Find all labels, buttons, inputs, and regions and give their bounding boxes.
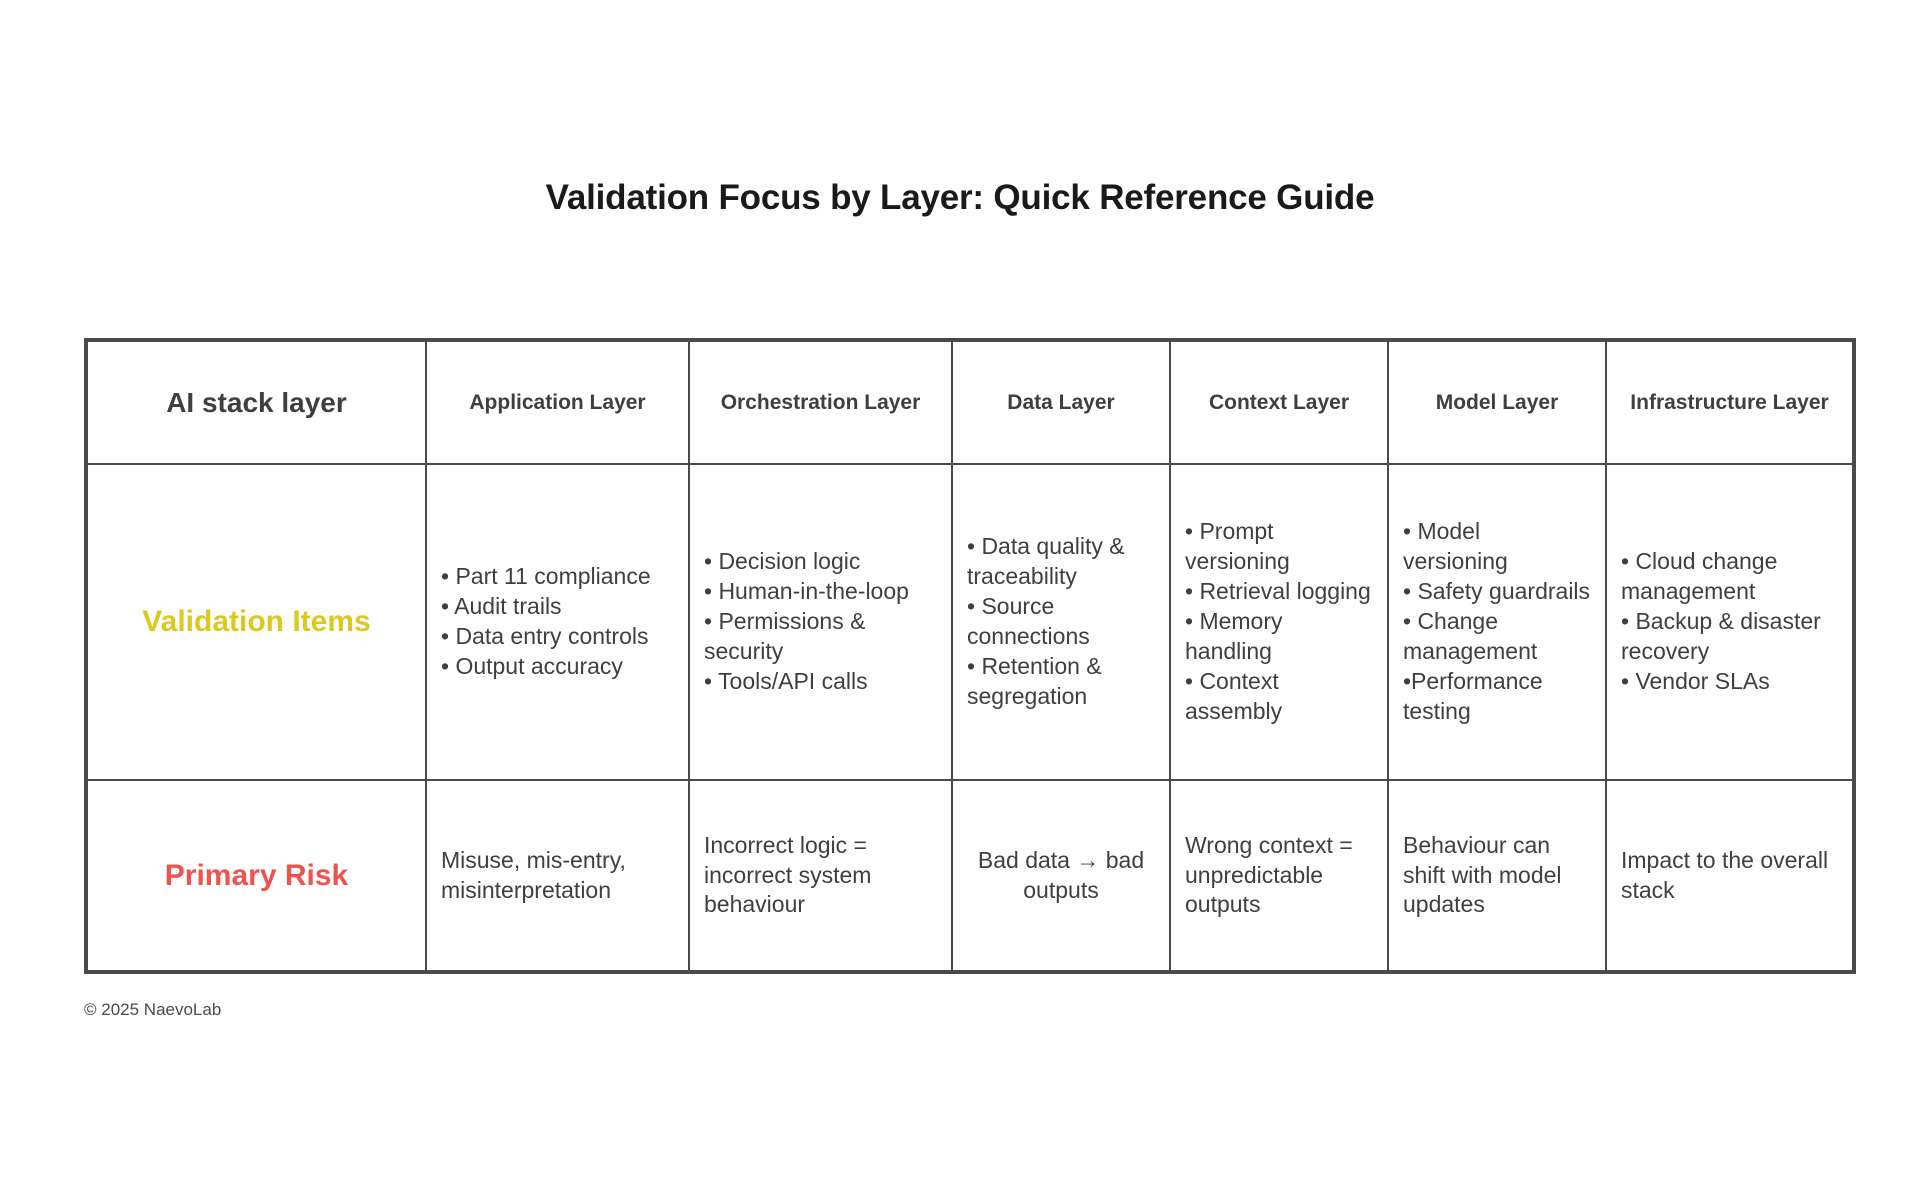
cell-text: Misuse, mis-entry, misinterpretation — [441, 846, 626, 903]
cell-text: Wrong context = unpredictable outputs — [1185, 831, 1353, 918]
cell-text: Behaviour can shift with model updates — [1403, 831, 1562, 918]
row-label-primary-risk: Primary Risk — [164, 858, 349, 892]
row-label-cell-validation-items: Validation Items — [85, 463, 427, 781]
validation-matrix-wrapper: AI stack layer Application Layer Orchest… — [84, 338, 1856, 974]
cell-text: Impact to the overall stack — [1621, 846, 1829, 903]
table-row-primary-risk: Primary Risk Misuse, mis-entry, misinter… — [85, 779, 1855, 973]
header-cell-context-layer: Context Layer — [1169, 339, 1389, 465]
header-label-context-layer: Context Layer — [1208, 390, 1350, 414]
cell-primary-risk-infrastructure: Impact to the overall stack — [1605, 779, 1855, 973]
header-label-application-layer: Application Layer — [469, 390, 646, 414]
cell-validation-items-orchestration: • Decision logic • Human-in-the-loop • P… — [688, 463, 953, 781]
header-label-data-layer: Data Layer — [1007, 390, 1115, 414]
header-label-infrastructure-layer: Infrastructure Layer — [1630, 390, 1829, 414]
copyright-footer: © 2025 NaevoLab — [84, 1000, 222, 1019]
cell-primary-risk-data: Bad data → bad outputs — [951, 779, 1171, 973]
cell-primary-risk-application: Misuse, mis-entry, misinterpretation — [425, 779, 690, 973]
header-label-model-layer: Model Layer — [1435, 390, 1559, 414]
cell-primary-risk-model: Behaviour can shift with model updates — [1387, 779, 1607, 973]
header-cell-application-layer: Application Layer — [425, 339, 690, 465]
header-cell-model-layer: Model Layer — [1387, 339, 1607, 465]
cell-text: • Cloud change management • Backup & dis… — [1621, 548, 1821, 694]
cell-primary-risk-context: Wrong context = unpredictable outputs — [1169, 779, 1389, 973]
header-label-orchestration-layer: Orchestration Layer — [720, 390, 921, 414]
header-cell-data-layer: Data Layer — [951, 339, 1171, 465]
cell-text: Incorrect logic = incorrect system behav… — [704, 831, 872, 918]
cell-validation-items-data: • Data quality & traceability • Source c… — [951, 463, 1171, 781]
table-row-validation-items: Validation Items • Part 11 compliance • … — [85, 463, 1855, 781]
page-title: Validation Focus by Layer: Quick Referen… — [545, 178, 1375, 217]
cell-validation-items-application: • Part 11 compliance • Audit trails • Da… — [425, 463, 690, 781]
cell-text: • Data quality & traceability • Source c… — [967, 533, 1125, 709]
header-cell-orchestration-layer: Orchestration Layer — [688, 339, 953, 465]
cell-text: Bad data → bad outputs — [977, 846, 1145, 903]
cell-validation-items-infrastructure: • Cloud change management • Backup & dis… — [1605, 463, 1855, 781]
cell-text: • Part 11 compliance • Audit trails • Da… — [441, 563, 651, 679]
cell-validation-items-context: • Prompt versioning • Retrieval logging … — [1169, 463, 1389, 781]
cell-text: • Decision logic • Human-in-the-loop • P… — [704, 548, 909, 694]
cell-text: • Model versioning • Safety guardrails •… — [1403, 518, 1591, 724]
header-label-ai-stack-layer: AI stack layer — [166, 387, 347, 418]
row-label-validation-items: Validation Items — [142, 605, 371, 638]
cell-primary-risk-orchestration: Incorrect logic = incorrect system behav… — [688, 779, 953, 973]
table-header-row: AI stack layer Application Layer Orchest… — [85, 339, 1855, 465]
row-label-cell-primary-risk: Primary Risk — [85, 779, 427, 973]
cell-validation-items-model: • Model versioning • Safety guardrails •… — [1387, 463, 1607, 781]
validation-matrix-table: AI stack layer Application Layer Orchest… — [84, 338, 1856, 974]
header-cell-ai-stack-layer: AI stack layer — [85, 339, 427, 465]
header-cell-infrastructure-layer: Infrastructure Layer — [1605, 339, 1855, 465]
cell-text: • Prompt versioning • Retrieval logging … — [1185, 518, 1371, 724]
